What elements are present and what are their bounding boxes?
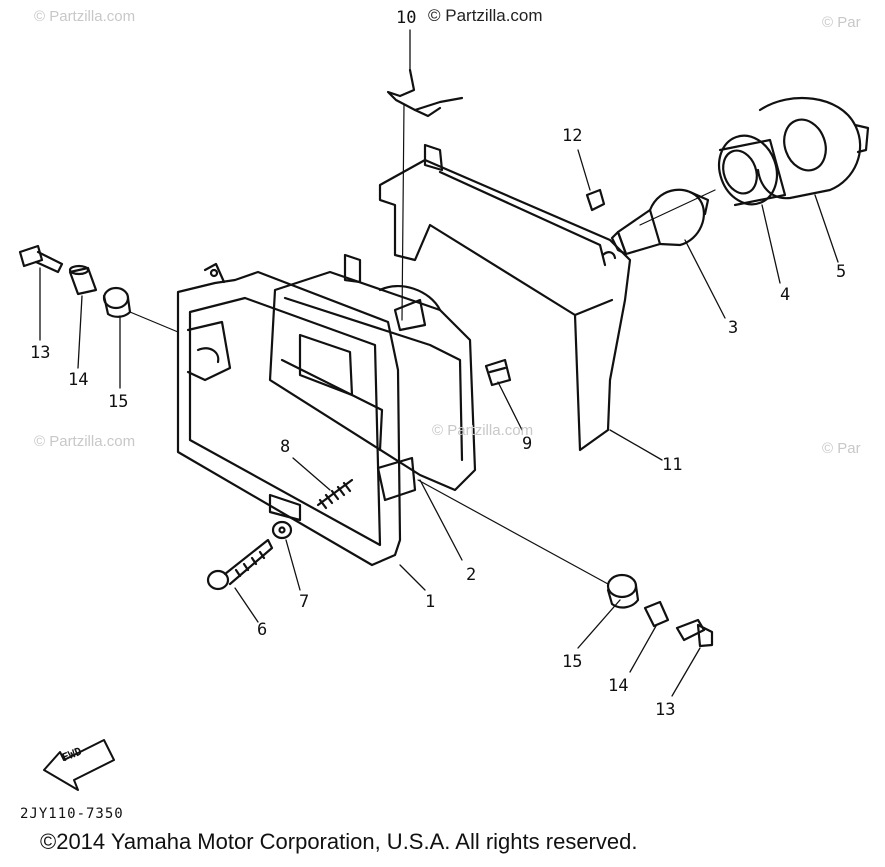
headlight-cover	[756, 96, 870, 200]
bulb-socket	[717, 134, 787, 207]
headlight-bracket	[378, 143, 632, 452]
callout-9: 9	[522, 434, 533, 454]
copyright-notice: ©2014 Yamaha Motor Corporation, U.S.A. A…	[40, 829, 638, 854]
callout-15: 15	[562, 652, 583, 672]
watermark-faint: © Par	[822, 14, 861, 31]
right-collar	[643, 600, 670, 628]
callout-13: 13	[655, 700, 676, 720]
callout-14: 14	[68, 370, 89, 390]
part-code: 2JY110-7350	[20, 806, 124, 822]
adjust-spring	[316, 478, 354, 510]
left-grommet	[102, 286, 132, 318]
left-collar	[68, 264, 98, 296]
callout-12: 12	[562, 126, 583, 146]
watermark-faint: © Partzilla.com	[34, 433, 136, 450]
callout-1: 1	[425, 592, 436, 612]
callout-8: 8	[280, 437, 291, 457]
grommet-top	[585, 188, 606, 212]
callout-5: 5	[836, 262, 847, 282]
leader-lines	[39, 29, 839, 697]
watermark-faint: © Par	[822, 440, 861, 457]
callout-13: 13	[30, 343, 51, 363]
watermark-faint: © Partzilla.com	[432, 422, 534, 439]
right-bolt	[675, 618, 714, 648]
callout-11: 11	[662, 455, 683, 475]
wire-clip	[386, 68, 464, 118]
sealed-beam-unit	[268, 253, 477, 502]
callout-4: 4	[780, 285, 791, 305]
right-grommet	[606, 573, 640, 609]
watermark-faint: © Partzilla.com	[34, 8, 136, 25]
callout-14: 14	[608, 676, 629, 696]
callout-6: 6	[257, 620, 268, 640]
callout-7: 7	[299, 592, 310, 612]
callout-3: 3	[728, 318, 739, 338]
fwd-arrow	[43, 739, 115, 791]
washer	[271, 520, 293, 540]
callout-15: 15	[108, 392, 129, 412]
headlight-rim	[176, 262, 402, 567]
watermark-main: © Partzilla.com	[428, 6, 543, 25]
nut-clip	[484, 358, 512, 387]
assembly-lines	[129, 103, 716, 585]
callout-2: 2	[466, 565, 477, 585]
headlight-bulb	[610, 188, 710, 256]
adjust-screw	[206, 538, 274, 591]
left-bolt	[18, 244, 64, 274]
callout-10: 10	[396, 8, 417, 28]
